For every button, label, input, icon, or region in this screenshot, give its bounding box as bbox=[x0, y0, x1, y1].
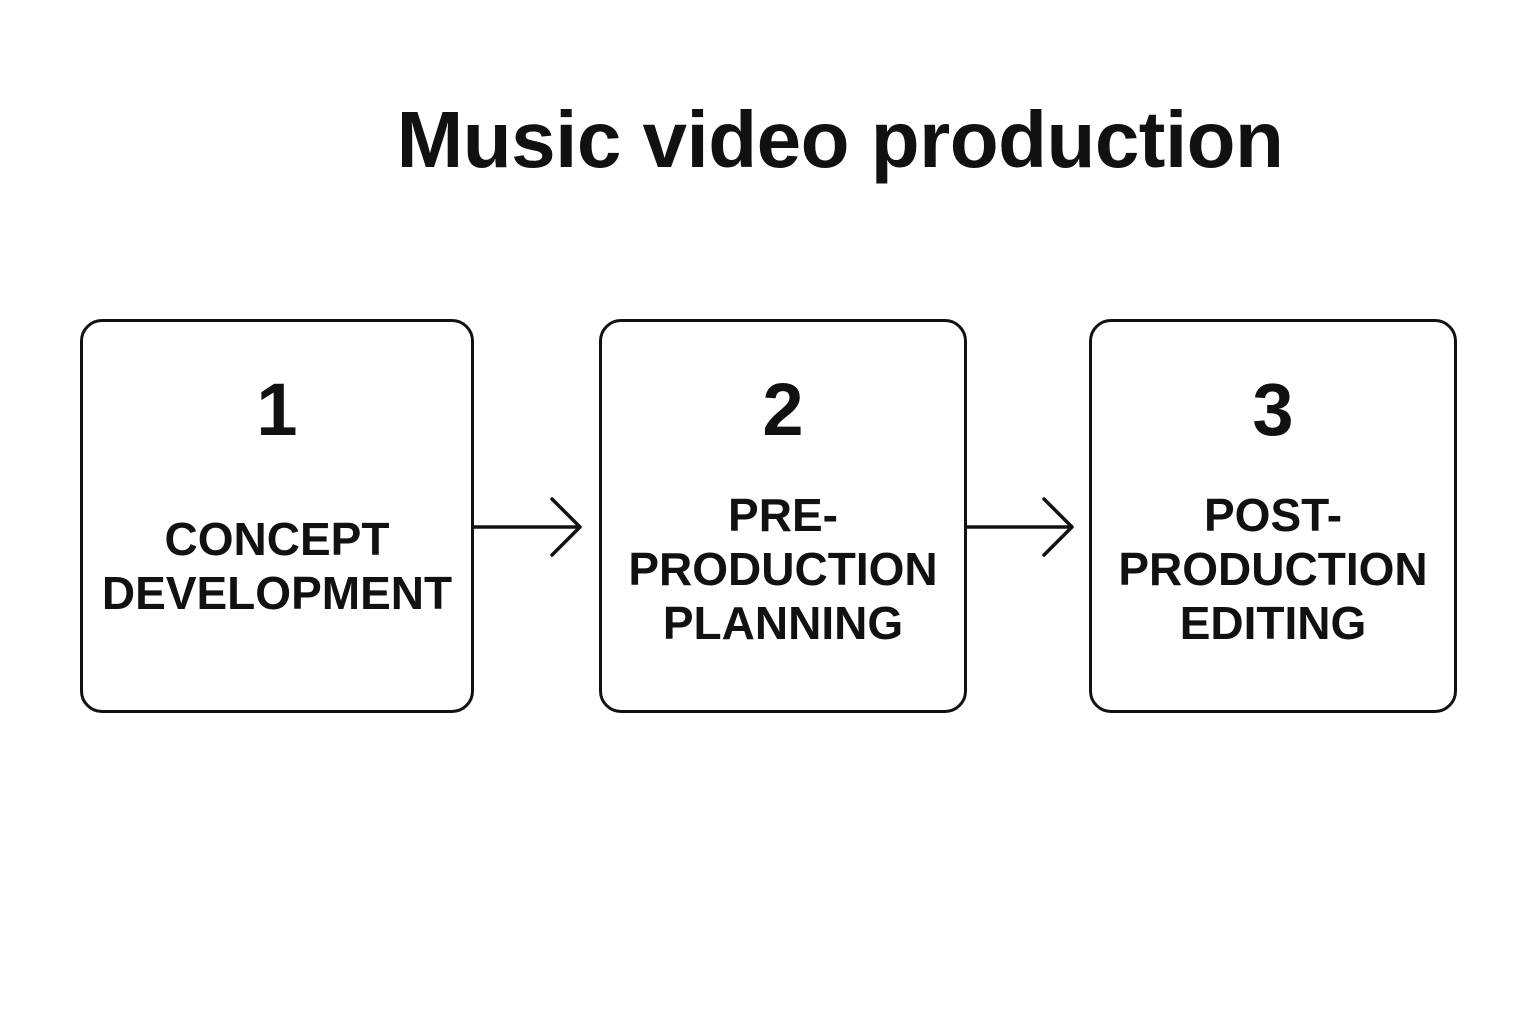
step-label-line: CONCEPT bbox=[164, 513, 390, 565]
step-label-line: PRODUCTION bbox=[1118, 543, 1428, 595]
arrow-right-icon bbox=[473, 497, 582, 557]
step-label: POST- PRODUCTION EDITING bbox=[1092, 488, 1454, 650]
step-label-line: DEVELOPMENT bbox=[101, 567, 453, 619]
diagram-title: Music video production bbox=[396, 95, 1284, 184]
step-box-post-production-editing: 3 POST- PRODUCTION EDITING bbox=[1089, 319, 1457, 713]
step-label: CONCEPT DEVELOPMENT bbox=[83, 512, 471, 620]
step-label-line: EDITING bbox=[1179, 597, 1367, 649]
step-box-pre-production-planning: 2 PRE- PRODUCTION PLANNING bbox=[599, 319, 967, 713]
step-label-line: PRODUCTION bbox=[628, 543, 938, 595]
step-number: 3 bbox=[1252, 368, 1294, 451]
step-label-line: POST- bbox=[1203, 489, 1343, 541]
step-label-line: PLANNING bbox=[662, 597, 904, 649]
step-label: PRE- PRODUCTION PLANNING bbox=[602, 488, 964, 650]
step-number: 1 bbox=[256, 368, 298, 451]
step-label-line: PRE- bbox=[728, 489, 838, 541]
step-box-concept-development: 1 CONCEPT DEVELOPMENT bbox=[80, 319, 474, 713]
arrow-right-icon bbox=[965, 497, 1074, 557]
step-number: 2 bbox=[762, 368, 804, 451]
